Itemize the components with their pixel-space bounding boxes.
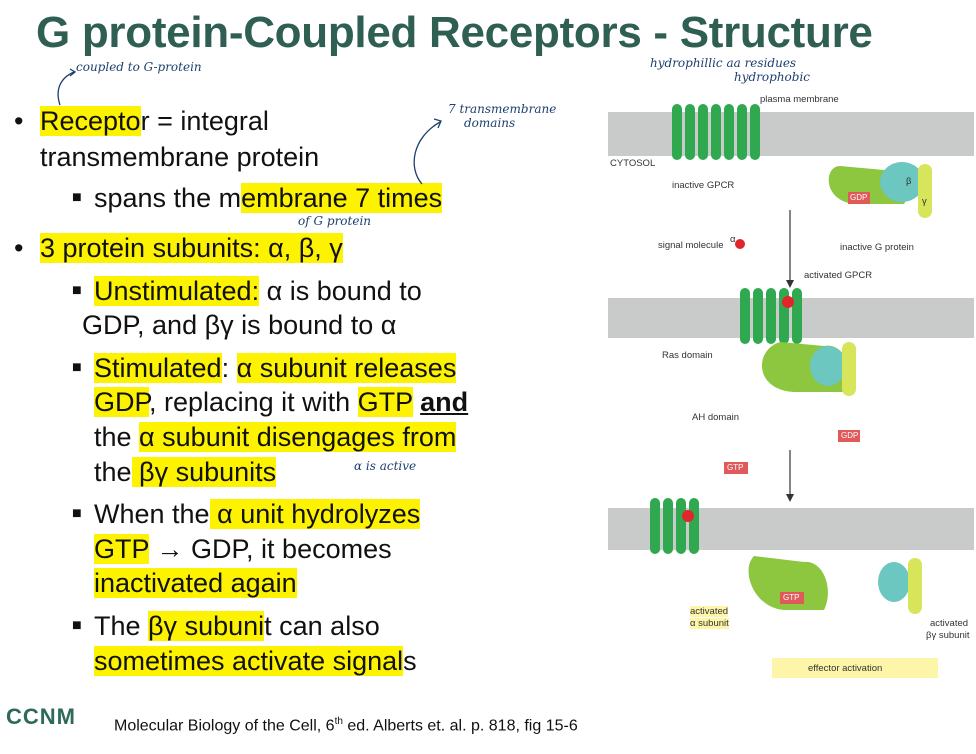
text: When the <box>94 499 210 529</box>
highlight: Stimulated <box>94 353 222 383</box>
highlight: α subunit disengages from <box>139 422 457 452</box>
label-activated-gpcr: activated GPCR <box>804 270 873 281</box>
bullet-dot: • <box>14 233 24 263</box>
label-gamma: γ <box>922 196 927 207</box>
annotation-alpha-active: α is active <box>354 459 417 473</box>
annotation-of-g-protein: of G protein <box>298 214 372 228</box>
text: GDP, and βγ is bound to α <box>82 310 397 340</box>
highlight: α unit hydrolyzes <box>209 499 421 529</box>
label-plasma-membrane: plasma membrane <box>760 94 839 105</box>
bullet-square: ■ <box>72 189 82 206</box>
text: α is bound to <box>259 276 422 306</box>
highlight: embrane 7 times <box>241 183 443 213</box>
label-signal-molecule: signal molecule <box>658 240 724 251</box>
text: transmembrane protein <box>40 142 320 172</box>
text: spans the m <box>94 183 242 213</box>
annotation-arrow-coupled <box>57 68 77 106</box>
annotation-coupled: coupled to G-protein <box>76 60 202 74</box>
annotation-7tm-line1: 7 transmembrane <box>448 102 557 116</box>
text: r = integral <box>140 106 269 136</box>
bullet-square: ■ <box>72 282 82 299</box>
label-cytosol: CYTOSOL <box>610 158 656 169</box>
text: : <box>221 353 237 383</box>
label-ah-domain: AH domain <box>692 412 739 423</box>
bullet-square: ■ <box>72 505 82 522</box>
text: → GDP, it becomes <box>149 534 392 564</box>
label-activated-alpha-1: activated <box>690 606 729 617</box>
highlight: GTP <box>94 534 150 564</box>
bullet-dot: • <box>14 106 24 136</box>
highlight: 3 protein subunits <box>40 233 254 263</box>
label-gtp-2: GTP <box>783 593 800 602</box>
highlight: GDP <box>94 387 150 417</box>
label-alpha: α <box>730 234 736 245</box>
slide-title: G protein-Coupled Receptors - Structure <box>36 8 873 57</box>
annotation-7tm-line2: domains <box>464 116 516 130</box>
text: s <box>403 646 417 676</box>
label-inactive-gpcr: inactive GPCR <box>672 180 735 191</box>
label-ras-domain: Ras domain <box>662 350 713 361</box>
highlight: sometimes activate signal <box>94 646 404 676</box>
text: The <box>94 611 149 641</box>
label-activated-bg-2: βγ subunit <box>926 630 970 641</box>
highlight: βγ subunits <box>131 457 277 487</box>
highlight: Unstimulated: <box>94 276 260 306</box>
label-beta: β <box>906 176 912 187</box>
label-inactive-gprotein: inactive G protein <box>840 242 914 253</box>
highlight: βγ subuni <box>148 611 265 641</box>
text: t can also <box>264 611 380 641</box>
label-activated-bg-1: activated <box>930 618 969 629</box>
bold-text: and <box>420 387 469 417</box>
text: the <box>94 422 140 452</box>
annotation-arrow-7tm <box>413 118 442 185</box>
label-effector: effector activation <box>808 663 883 674</box>
label-gdp-1: GDP <box>850 193 868 202</box>
annotation-hydrophobic: hydrophobic <box>734 70 811 84</box>
ccnm-logo: CCNM <box>6 704 76 729</box>
label-activated-alpha-2: α subunit <box>690 618 729 629</box>
label-gdp-2: GDP <box>841 431 859 440</box>
highlight: inactivated again <box>94 568 297 598</box>
highlight: Recepto <box>40 106 141 136</box>
text: the <box>94 457 132 487</box>
annotation-hydrophillic: hydrophillic aa residues <box>650 56 797 70</box>
highlight: GTP <box>357 387 413 417</box>
text: , replacing it with <box>149 387 358 417</box>
gpcr-figure: plasma membrane CYTOSOL inactive GPCR in… <box>604 70 976 710</box>
bullet-square: ■ <box>72 359 82 376</box>
label-gtp-1: GTP <box>727 463 744 472</box>
bullet-square: ■ <box>72 617 82 634</box>
highlight: α subunit releases <box>236 353 457 383</box>
highlight: : α, β, γ <box>253 233 343 263</box>
citation: Molecular Biology of the Cell, 6th ed. A… <box>114 716 578 735</box>
